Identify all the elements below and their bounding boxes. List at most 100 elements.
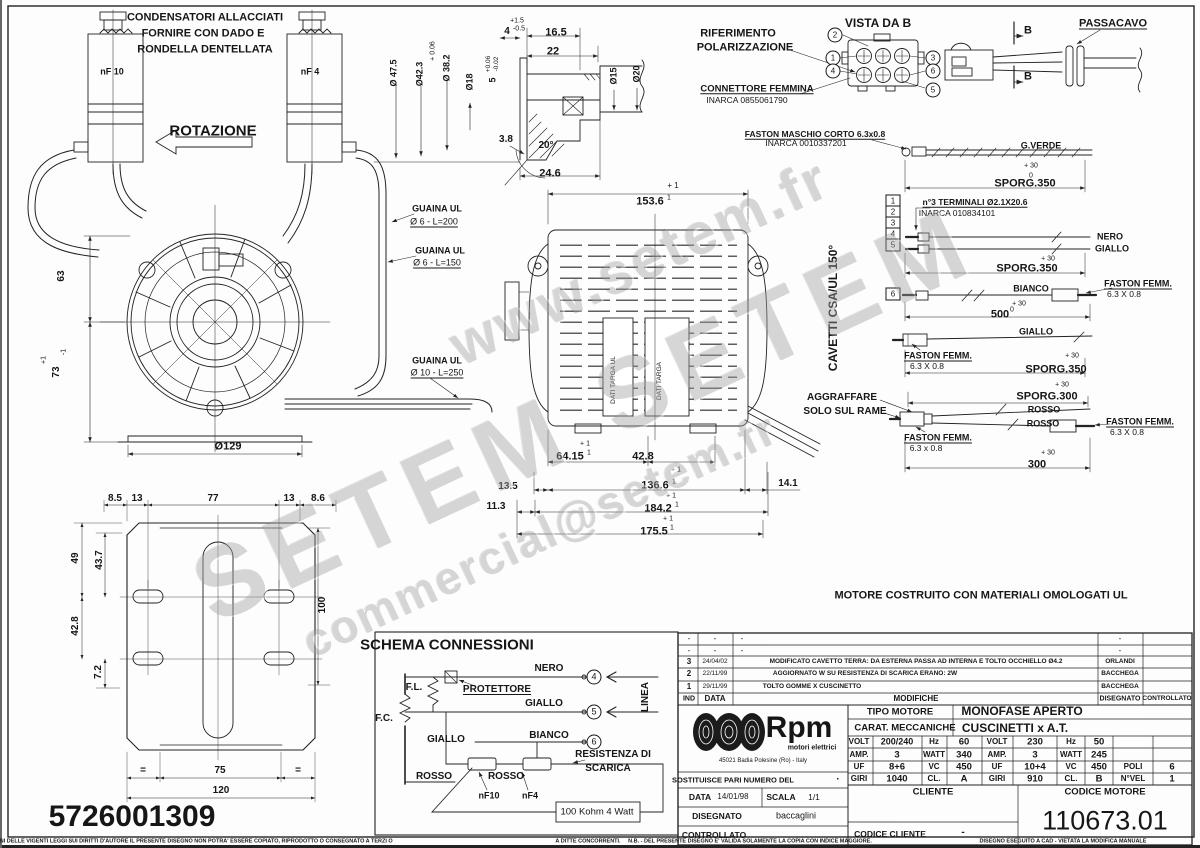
dim-437: 43.7 xyxy=(94,550,105,570)
dim-75: 75 xyxy=(214,765,226,776)
tol-30a: + 30 xyxy=(1024,162,1038,170)
giri1-value: 1040 xyxy=(886,773,908,785)
tol-1755: + 1 xyxy=(663,515,673,523)
mod-r3-data: 24/04/02 xyxy=(702,657,728,665)
cable-drawings xyxy=(871,139,1113,473)
dim-135: 13.5 xyxy=(498,481,518,492)
volt2-label: VOLT xyxy=(986,737,1008,746)
dim-d15: Ø15 xyxy=(608,67,619,85)
rpm-logo-graphic xyxy=(693,713,765,751)
codice-cliente-value: - xyxy=(961,827,965,838)
codice-cliente-label: CODICE CLIENTE xyxy=(854,828,926,839)
pin-5: 5 xyxy=(925,82,941,98)
poli-value: 6 xyxy=(1169,761,1175,773)
cl2-label: CL. xyxy=(1064,774,1078,783)
wire-nero: NERO xyxy=(1096,231,1124,242)
schema-nero: NERO xyxy=(534,663,564,674)
ul-note: MOTORE COSTRUITO CON MATERIALI OMOLOGATI… xyxy=(834,589,1128,602)
tol-p1: +1 xyxy=(40,356,48,364)
dim-49: 49 xyxy=(70,552,81,564)
mod-r2-mod: AGGIORNATO W SU RESISTENZA DI SCARICA ER… xyxy=(772,669,958,677)
scala-value: 1/1 xyxy=(808,791,820,802)
note-line1: CONDENSATORI ALLACCIATI xyxy=(126,11,284,24)
carat-value: CUSCINETTI x A.T. xyxy=(961,721,1069,735)
schema-term-4: 4 xyxy=(586,669,602,685)
wire-gverde: G.VERDE xyxy=(1020,140,1062,151)
dim-500: 500 xyxy=(990,308,1010,321)
rotation-label: ROTAZIONE xyxy=(169,122,257,140)
mod-r1-ind: 1 xyxy=(686,682,692,691)
schema-res2: SCARICA xyxy=(585,763,631,774)
uf1-label: UF xyxy=(853,762,865,771)
faston-femm-4: FASTON FEMM. xyxy=(904,432,972,443)
tol-15: +1.5 xyxy=(510,17,524,25)
mod-r4-ind: - xyxy=(687,646,691,655)
wire-box-5: 5 xyxy=(885,238,901,252)
guaina1-b: Ø 6 - L=200 xyxy=(410,216,458,227)
tol-m1: -1 xyxy=(60,348,68,356)
wire-rosso1: ROSSO xyxy=(1027,404,1061,415)
dim-d475: Ø 47.5 xyxy=(388,59,399,87)
guaina2-b: Ø 6 - L=150 xyxy=(413,257,461,268)
volt1-value: 200/240 xyxy=(880,736,914,747)
mod-r4-data: - xyxy=(713,646,717,655)
nvel-value: 1 xyxy=(1169,773,1175,785)
schema-fc: F.C. xyxy=(375,713,393,724)
disegnato-value: baccaglini xyxy=(775,810,817,821)
uf2-label: UF xyxy=(991,762,1003,771)
cl1-label: CL. xyxy=(927,774,941,783)
hz2-label: Hz xyxy=(1066,737,1076,746)
tol-0a: 0 xyxy=(1029,172,1033,180)
tol-006: + 0.06 xyxy=(429,41,437,61)
dim-13a: 13 xyxy=(131,493,143,504)
schema-fl: F.L. xyxy=(405,682,423,693)
tubes xyxy=(27,149,493,413)
mod-h-data: DATA xyxy=(704,694,726,703)
schema-title: SCHEMA CONNESSIONI xyxy=(360,636,534,654)
data-value: 14/01/98 xyxy=(717,792,749,801)
legal-3: N.B. - DEL PRESENTE DISEGNO E' VALIDA SO… xyxy=(628,838,872,845)
faston-femm-2b: 6.3 X 0.8 xyxy=(909,360,945,371)
shaft-detail xyxy=(373,27,645,186)
wire-giallo2: GIALLO xyxy=(1019,326,1053,337)
mod-h-ind: IND xyxy=(682,695,696,703)
uf1-value: 8+6 xyxy=(888,761,906,773)
dim-d18: Ø18 xyxy=(464,73,475,91)
tipo-motore-value: MONOFASE APERTO xyxy=(961,704,1083,718)
vc1-label: VC xyxy=(928,762,940,771)
dim-1366: 136.6 xyxy=(641,479,669,492)
mod-r3-dis: ORLANDI xyxy=(1105,657,1135,665)
rotation-arrow xyxy=(155,129,253,155)
wire-box-6: 6 xyxy=(885,287,901,301)
schema-linea: LINEA xyxy=(640,682,651,712)
dim-428s: 42.8 xyxy=(632,450,654,463)
sporg-350b: SPORG.350 xyxy=(996,262,1058,275)
dim-165: 16.5 xyxy=(545,26,567,39)
mod-r5-ind: - xyxy=(687,634,691,643)
amp1-value: 3 xyxy=(894,749,900,761)
watt1-label: WATT xyxy=(922,750,946,759)
dim-22: 22 xyxy=(546,45,560,58)
dim-38: 3.8 xyxy=(499,134,513,145)
tol-30e: + 30 xyxy=(1055,381,1069,389)
schema-nf10: nF10 xyxy=(478,790,500,801)
passacavo-label: PASSACAVO xyxy=(1078,17,1148,30)
mod-r3-mod: MODIFICATO CAVETTO TERRA: DA ESTERNA PAS… xyxy=(769,657,1063,665)
mod-r5-mod: - xyxy=(740,634,744,643)
pin-4: 4 xyxy=(825,63,841,79)
dim-1842: 184.2 xyxy=(644,502,672,515)
note-line2: FORNIRE CON DADO E xyxy=(141,27,265,40)
amp2-value: 3 xyxy=(1032,749,1038,761)
poli-label: POLI xyxy=(1123,762,1143,771)
disegnato-label: DISEGNATO xyxy=(692,810,742,821)
watt2-value: 245 xyxy=(1091,749,1107,761)
vc2-label: VC xyxy=(1065,762,1077,771)
pin-2: 2 xyxy=(827,27,843,43)
sostituisce-value: · xyxy=(836,774,840,785)
mod-r1-dis: BACCHEGA xyxy=(1101,682,1139,690)
sporg-350a: SPORG.350 xyxy=(994,177,1056,190)
faston-femm-3: FASTON FEMM. xyxy=(1106,416,1174,427)
inarca-connettore: INARCA 0855061790 xyxy=(706,94,788,105)
capacitors-drawing xyxy=(73,9,357,175)
dim-1755e: 1 xyxy=(670,524,674,532)
